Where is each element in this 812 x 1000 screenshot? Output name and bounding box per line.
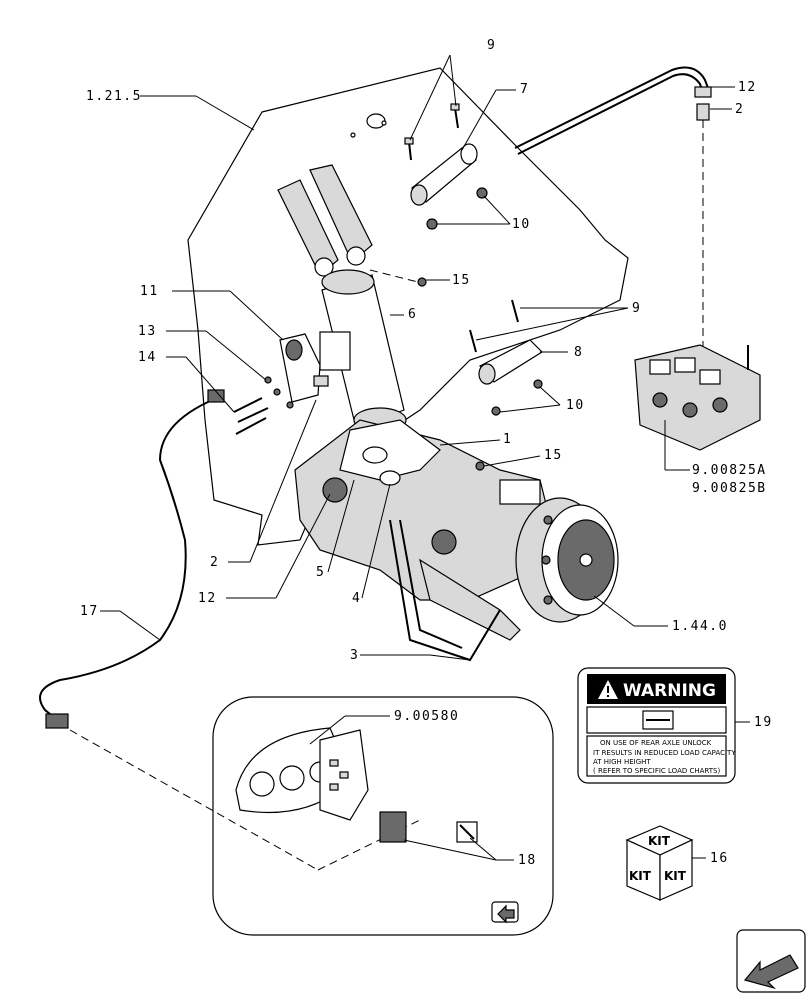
callout-17: 17 — [80, 604, 99, 619]
pipe-fitting — [694, 86, 712, 98]
callout-15-mid: 15 — [544, 448, 563, 463]
leader-lines — [100, 54, 735, 661]
harness-connector — [45, 713, 69, 729]
callout-1-44-0: 1.44.0 — [672, 619, 728, 634]
plate-bolt-hole — [381, 120, 387, 126]
callout-10-mid: 10 — [566, 398, 585, 413]
warning-line-2: IT RESULTS IN REDUCED LOAD CAPACITY — [593, 749, 736, 757]
small-bolts — [233, 376, 294, 435]
hydraulic-pipe — [514, 66, 709, 149]
callout-10-top: 10 — [512, 217, 531, 232]
nut-10-top — [426, 218, 438, 230]
callout-19: 19 — [754, 715, 773, 730]
callout-9-mid: 9 — [632, 301, 641, 316]
callout-9-00825A: 9.00825A — [692, 463, 767, 478]
callout-3: 3 — [350, 648, 359, 663]
callout-1: 1 — [503, 432, 512, 447]
callout-2-top: 2 — [735, 102, 744, 117]
kit-face-right: KIT — [664, 869, 687, 883]
callout-15-top: 15 — [452, 273, 471, 288]
switch-symbol — [456, 821, 478, 843]
plate-hole — [366, 113, 386, 129]
kit-face-top: KIT — [648, 834, 671, 848]
adapter-fitting — [696, 103, 710, 121]
callout-7: 7 — [520, 82, 529, 97]
control-valve — [634, 344, 761, 451]
callout-9-top: 9 — [487, 38, 496, 53]
callout-4: 4 — [352, 591, 361, 606]
callout-12-low: 12 — [198, 591, 217, 606]
callout-14: 14 — [138, 350, 157, 365]
rocker-switch — [379, 811, 407, 843]
nut-10-mid — [533, 379, 543, 389]
next-page-arrow-icon[interactable] — [736, 929, 806, 993]
callout-16: 16 — [710, 851, 729, 866]
callout-1-21-5: 1.21.5 — [86, 89, 142, 104]
kit-box — [625, 825, 694, 901]
callout-9-00580: 9.00580 — [394, 709, 459, 724]
inset-arrow-icon — [491, 901, 519, 924]
warning-line-3: AT HIGH HEIGHT — [593, 758, 651, 766]
callout-18: 18 — [518, 853, 537, 868]
wheel-hub — [515, 497, 619, 623]
pin-8 — [478, 339, 543, 385]
bolt-group-top — [404, 103, 460, 161]
callout-9-00825B: 9.00825B — [692, 481, 767, 496]
pin-7 — [410, 143, 478, 206]
callout-5: 5 — [316, 565, 325, 580]
nut-15-top — [417, 277, 427, 287]
rear-axle — [294, 419, 561, 662]
wiring-harness — [39, 395, 223, 719]
callout-12-top: 12 — [738, 80, 757, 95]
callout-11: 11 — [140, 284, 159, 299]
fork-cylinder — [277, 164, 407, 433]
callout-8: 8 — [574, 345, 583, 360]
nut-15-mid — [475, 461, 485, 471]
warning-line-4: ( REFER TO SPECIFIC LOAD CHARTS) — [593, 767, 720, 775]
solenoid-valve — [279, 331, 351, 403]
warning-line-1: ON USE OF REAR AXLE UNLOCK — [600, 739, 712, 747]
callout-labels: 1.21.5 9 7 12 2 10 15 11 6 9 13 8 14 10 … — [80, 38, 773, 868]
callout-2-low: 2 — [210, 555, 219, 570]
instrument-cluster — [235, 727, 369, 821]
warning-decal — [577, 667, 736, 784]
bolt-group-mid — [469, 299, 519, 353]
callout-6: 6 — [408, 307, 417, 322]
warning-heading: WARNING — [623, 681, 716, 701]
callout-13: 13 — [138, 324, 157, 339]
kit-face-left: KIT — [629, 869, 652, 883]
plate-bolt-hole — [350, 132, 356, 138]
